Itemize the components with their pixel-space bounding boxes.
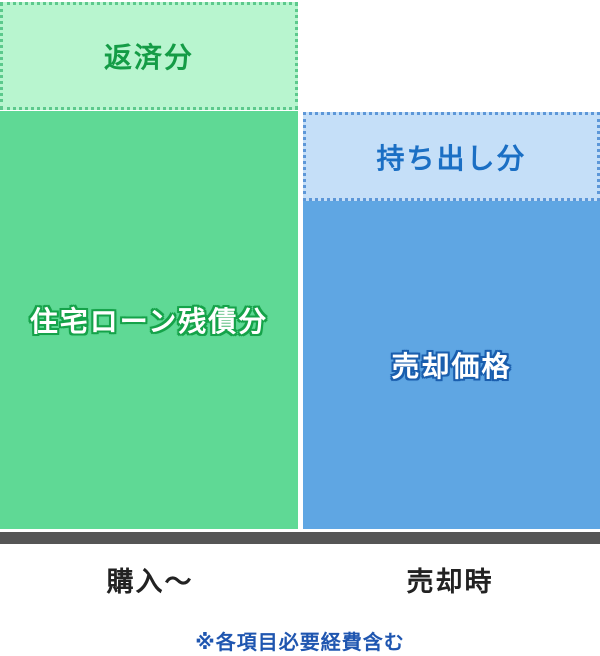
footnote: ※各項目必要経費含む: [195, 630, 405, 654]
repaid-block: 返済分: [0, 2, 298, 110]
loan-balance-block: 住宅ローン残債分: [0, 111, 298, 529]
out-of-pocket-block: 持ち出し分: [303, 112, 600, 201]
repaid-label: 返済分: [103, 41, 194, 74]
sale-price-label: 売却価格: [391, 350, 512, 383]
baseline: [0, 532, 600, 544]
sale-price-block: 売却価格: [303, 201, 600, 529]
axis-label-purchase: 購入～: [106, 567, 194, 598]
out-of-pocket-label: 持ち出し分: [376, 141, 527, 175]
loan-balance-label: 住宅ローン残債分: [29, 305, 269, 338]
axis-label-sale: 売却時: [406, 567, 494, 598]
